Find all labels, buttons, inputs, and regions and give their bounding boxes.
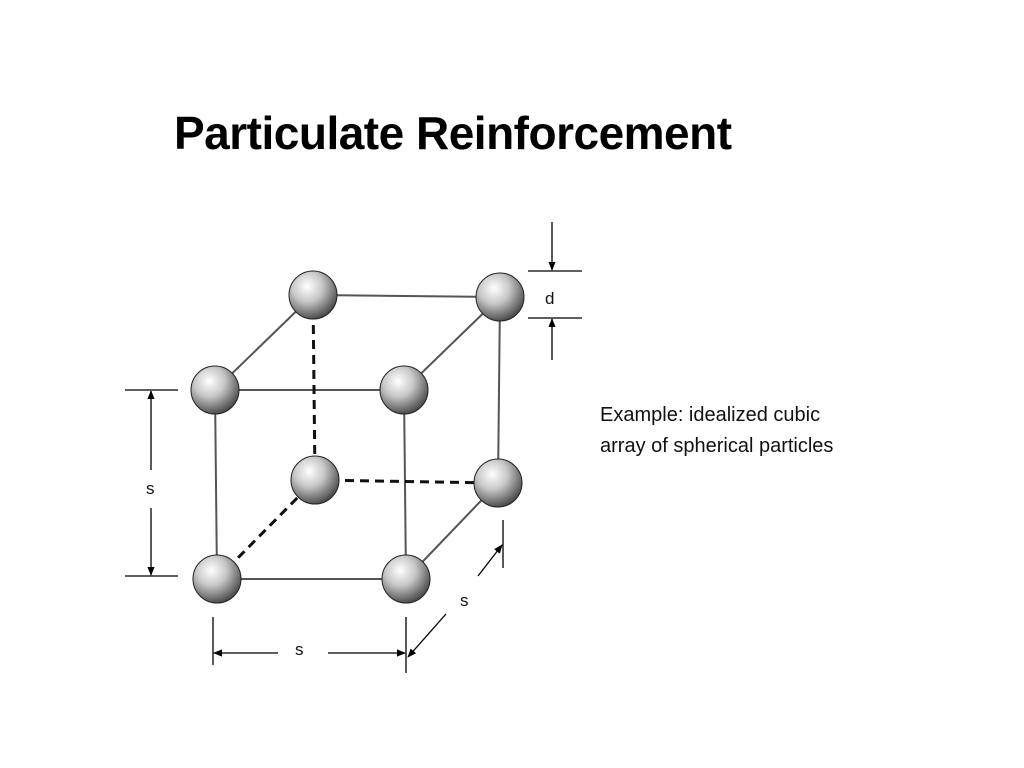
dimension-s-depth — [407, 520, 504, 658]
dimension-s-depth-label: s — [460, 591, 469, 610]
dimension-s-horizontal-label: s — [295, 640, 304, 659]
edge-back-top — [312, 294, 501, 298]
slide-title: Particulate Reinforcement — [174, 107, 732, 159]
particle-back-top-left — [288, 270, 338, 320]
cube-edges — [214, 294, 501, 580]
hidden-edges — [215, 294, 499, 581]
dimension-d — [528, 222, 582, 360]
particle-front-bottom-right — [381, 554, 431, 604]
particle-front-top-right — [379, 365, 429, 415]
particle-back-bottom-right — [473, 458, 523, 508]
edge-back-right — [497, 296, 501, 484]
diagram-caption: Example: idealized cubic array of spheri… — [600, 400, 920, 462]
sd-arrow-bottom — [407, 613, 447, 658]
particles — [190, 270, 525, 604]
dimension-s-vertical-label: s — [146, 479, 155, 498]
hidden-edge-vertical — [311, 294, 317, 481]
particle-front-top-left — [190, 365, 240, 415]
edge-front-left — [214, 389, 218, 580]
hidden-edge-horizontal — [314, 478, 499, 485]
edge-front-right — [403, 389, 407, 580]
dimension-s-vertical — [125, 389, 178, 577]
particle-front-bottom-left — [192, 554, 242, 604]
particle-back-top-right — [475, 272, 525, 322]
caption-line-2: array of spherical particles — [600, 435, 834, 457]
dimension-d-label: d — [545, 289, 554, 308]
caption-line-1: Example: idealized cubic — [600, 404, 821, 426]
sd-arrow-top — [477, 544, 503, 577]
dimension-s-horizontal — [212, 617, 407, 673]
particle-back-bottom-left — [290, 455, 340, 505]
